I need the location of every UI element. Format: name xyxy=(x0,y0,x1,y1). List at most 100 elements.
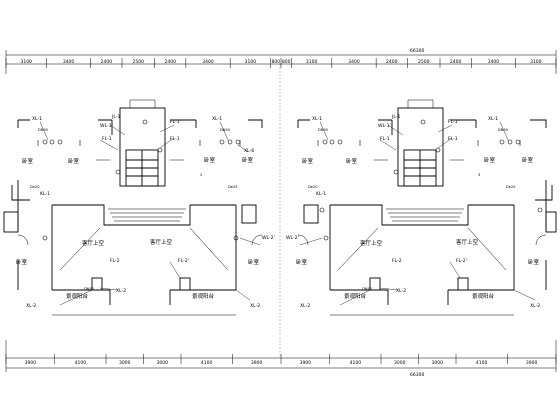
dimension-value: 4100 xyxy=(201,360,213,366)
dimension-value: 3900 xyxy=(526,360,538,366)
right-unit xyxy=(297,99,557,316)
tag-wl1: WL-1' xyxy=(100,123,113,129)
tag-kl1: KL-1 xyxy=(316,191,326,197)
room-bedroom: 卧室 xyxy=(22,157,34,165)
room-bedroom: 卧室 xyxy=(248,258,260,266)
tag-xl1: XL-1 xyxy=(32,116,42,122)
tag-xl2: XL-2 xyxy=(116,288,126,294)
tag-xl2: XL-2 xyxy=(300,303,310,309)
dimension-value: 2400 xyxy=(101,59,113,65)
tag-fl1p: FL-1' xyxy=(170,119,181,125)
tag-wl2: WL-2' xyxy=(286,235,299,241)
dimension-value: 4100 xyxy=(75,360,87,366)
room-living-void: 客厅上空 xyxy=(150,238,173,246)
dimension-value: 3400 xyxy=(63,59,75,65)
room-labels: 卧室 卧室 卧室 卧室 卧室 卧室 客厅上空 客厅上空 景观阳台 景观阳台 卧室… xyxy=(16,156,540,300)
dimension-value: 3100 xyxy=(20,59,32,65)
dimension-value: 3400 xyxy=(348,59,360,65)
dimension-value: 3000 xyxy=(157,360,169,366)
tag-xl2: XL-2 xyxy=(250,303,260,309)
room-bedroom: 卧室 xyxy=(16,258,28,266)
left-unit xyxy=(3,99,263,316)
tag-fl2p: FL-2' xyxy=(456,258,467,264)
tag-wl2: WL-2' xyxy=(262,235,275,241)
pipe-size-label: DN50 xyxy=(362,287,373,291)
tag-fl2: FL-2 xyxy=(110,258,120,264)
room-bedroom: 卧室 xyxy=(242,156,254,164)
dimension-value: 3900 xyxy=(25,360,37,366)
level-mark: 3 xyxy=(478,173,480,177)
room-bedroom: 卧室 xyxy=(522,156,534,164)
pipe-tags: XL-1 XL-1 WL-1' JL-1 FL-1 FL-1' FL-1 XL-… xyxy=(26,114,540,309)
dimension-value: 2500 xyxy=(418,59,430,65)
dimension-value: 3400 xyxy=(488,59,500,65)
tag-xl2: XL-2 xyxy=(26,303,36,309)
dimension-value: 3900 xyxy=(300,360,312,366)
room-bedroom: 卧室 xyxy=(528,258,540,266)
dimension-value: 2400 xyxy=(386,59,398,65)
tag-wl1: WL-1' xyxy=(378,123,391,129)
tag-fl1: FL-1 xyxy=(170,136,180,142)
room-balcony: 景观阳台 xyxy=(66,292,89,300)
dimension-value: 2500 xyxy=(133,59,145,65)
total-dimension-bottom: 66300 xyxy=(410,372,424,378)
tag-xl2: XL-2 xyxy=(530,303,540,309)
pipe-size-label: DN50 xyxy=(38,128,49,132)
room-balcony: 景观阳台 xyxy=(192,292,215,300)
pipe-size-label: DN50 xyxy=(318,128,329,132)
room-living-void: 客厅上空 xyxy=(456,238,479,246)
tag-jl1: JL-1 xyxy=(111,114,120,120)
room-bedroom: 卧室 xyxy=(296,258,308,266)
room-bedroom: 卧室 xyxy=(346,157,358,165)
tag-xl6: XL-6 xyxy=(244,148,254,154)
room-living-void: 客厅上空 xyxy=(360,239,383,247)
dimension-value: 3400 xyxy=(202,59,214,65)
pipe-size-label: De20 xyxy=(30,185,40,189)
pipe-size-label: De20 xyxy=(308,185,318,189)
tag-jl1: JL-1 xyxy=(391,114,400,120)
tag-xl1: XL-1 xyxy=(312,116,322,122)
tag-kl1: KL-1 xyxy=(40,191,50,197)
tag-xl1: XL-1 xyxy=(488,116,498,122)
tag-fl1p: FL-1' xyxy=(448,119,459,125)
pipe-size-label: De25 xyxy=(228,185,238,189)
room-living-void: 客厅上空 xyxy=(82,239,105,247)
dimension-value: 3900 xyxy=(251,360,263,366)
tag-fl1: FL-1 xyxy=(102,136,112,142)
tag-fl1: FL-1 xyxy=(448,136,458,142)
pipe-size-label: DN50 xyxy=(220,128,231,132)
dimension-value: 3100 xyxy=(306,59,318,65)
dimension-value: 4100 xyxy=(350,360,362,366)
room-balcony: 景观阳台 xyxy=(344,292,367,300)
tag-xl1: XL-1 xyxy=(212,116,222,122)
dimension-value: 3000 xyxy=(119,360,131,366)
dimension-value: 4100 xyxy=(476,360,488,366)
dimension-value: 3000 xyxy=(394,360,406,366)
bottom-dimension-chain: 66300 3900 4100 3000 3000 4100 3900 3900 4100 30… xyxy=(5,340,557,378)
dimension-value: 3100 xyxy=(245,59,257,65)
tag-xl2: XL-2 xyxy=(396,288,406,294)
total-dimension-top: 66300 xyxy=(410,48,424,54)
pipe-size-label: DN50 xyxy=(84,287,95,291)
tag-fl2: FL-2 xyxy=(392,258,402,264)
dimension-value: 800 xyxy=(282,59,291,65)
small-annotations: DN50 DN50 De20 De25 DN50 DN50 De20 De25 … xyxy=(30,128,516,291)
dimension-value: 3000 xyxy=(432,360,444,366)
pipe-size-label: De25 xyxy=(506,185,516,189)
room-bedroom: 卧室 xyxy=(204,156,216,164)
pipe-size-label: DN50 xyxy=(498,128,509,132)
leader-lines xyxy=(39,121,536,306)
dimension-value: 800 xyxy=(271,59,280,65)
room-bedroom: 卧室 xyxy=(68,157,80,165)
pipe-risers xyxy=(42,119,543,241)
room-bedroom: 卧室 xyxy=(302,157,314,165)
dimension-value: 2400 xyxy=(450,59,462,65)
tag-fl1: FL-1 xyxy=(380,136,390,142)
level-mark: 2 xyxy=(200,173,202,177)
tag-fl2p: FL-2' xyxy=(178,258,189,264)
dimension-value: 3100 xyxy=(530,59,542,65)
dimension-value: 2400 xyxy=(164,59,176,65)
room-bedroom: 卧室 xyxy=(484,156,496,164)
